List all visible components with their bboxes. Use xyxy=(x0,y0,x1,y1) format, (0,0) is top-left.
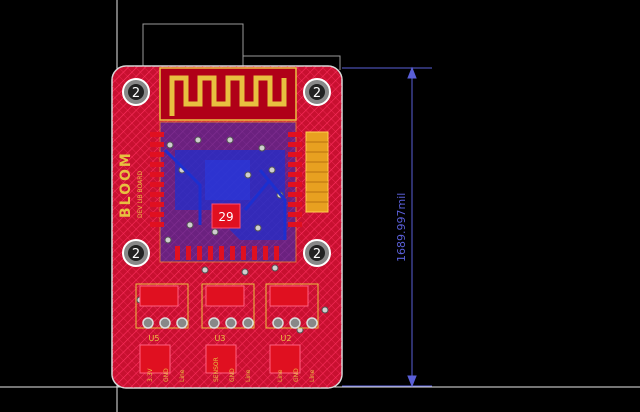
module-footprint[interactable] xyxy=(159,121,297,263)
designator-u2: U2 xyxy=(281,334,292,343)
brand-label: BLOOM xyxy=(118,151,134,218)
brand-silkscreen: BLOOM DEV LIB BOARD xyxy=(118,151,144,218)
connector-outline xyxy=(135,283,319,329)
module-pads-right xyxy=(288,132,302,227)
usb-connector-outline xyxy=(142,23,244,69)
designator-u5: U5 xyxy=(149,334,160,343)
center-ic[interactable]: 29 xyxy=(211,203,241,229)
mounting-hole-top-left[interactable]: 2 xyxy=(122,78,150,106)
hole-label: 2 xyxy=(132,247,140,262)
mounting-hole-mid-right[interactable]: 2 xyxy=(303,239,331,267)
dimension-label: 1689.997mil xyxy=(395,193,408,262)
svg-text:Line: Line xyxy=(309,369,316,382)
svg-text:Line: Line xyxy=(277,369,284,382)
version-label: DEV LIB BOARD xyxy=(137,171,144,218)
svg-text:Line: Line xyxy=(245,369,252,382)
module-pads-left xyxy=(150,132,164,227)
mounting-hole-mid-left[interactable]: 2 xyxy=(122,239,150,267)
connector-pads-row[interactable] xyxy=(139,285,309,307)
fiducial-number: 29 xyxy=(218,210,233,224)
pin-labels-c: Line GND Line xyxy=(277,368,316,382)
hole-label: 2 xyxy=(313,86,321,101)
module-pads-bottom xyxy=(175,246,279,260)
antenna-area xyxy=(159,67,297,121)
pin-labels-b: SENSOR GND Line xyxy=(213,357,252,382)
usb-connector-tab xyxy=(243,55,341,70)
hole-label: 2 xyxy=(132,86,140,101)
mounting-hole-top-right[interactable]: 2 xyxy=(303,78,331,106)
svg-text:GND: GND xyxy=(293,368,300,382)
through-hole-pins xyxy=(142,317,318,329)
svg-text:3.3V: 3.3V xyxy=(147,367,154,382)
dimension-annotation[interactable] xyxy=(342,66,432,388)
svg-text:SENSOR: SENSOR xyxy=(213,357,220,382)
vias xyxy=(136,136,329,334)
svg-text:Line: Line xyxy=(179,369,186,382)
header-connector[interactable] xyxy=(305,131,329,213)
svg-text:GND: GND xyxy=(163,368,170,382)
ic-pads-lower xyxy=(139,344,301,374)
designator-u3: U3 xyxy=(215,334,226,343)
svg-text:GND: GND xyxy=(229,368,236,382)
hole-label: 2 xyxy=(313,247,321,262)
traces-bottom-layer xyxy=(163,148,287,240)
pin-labels-a: 3.3V GND Line xyxy=(147,367,186,382)
